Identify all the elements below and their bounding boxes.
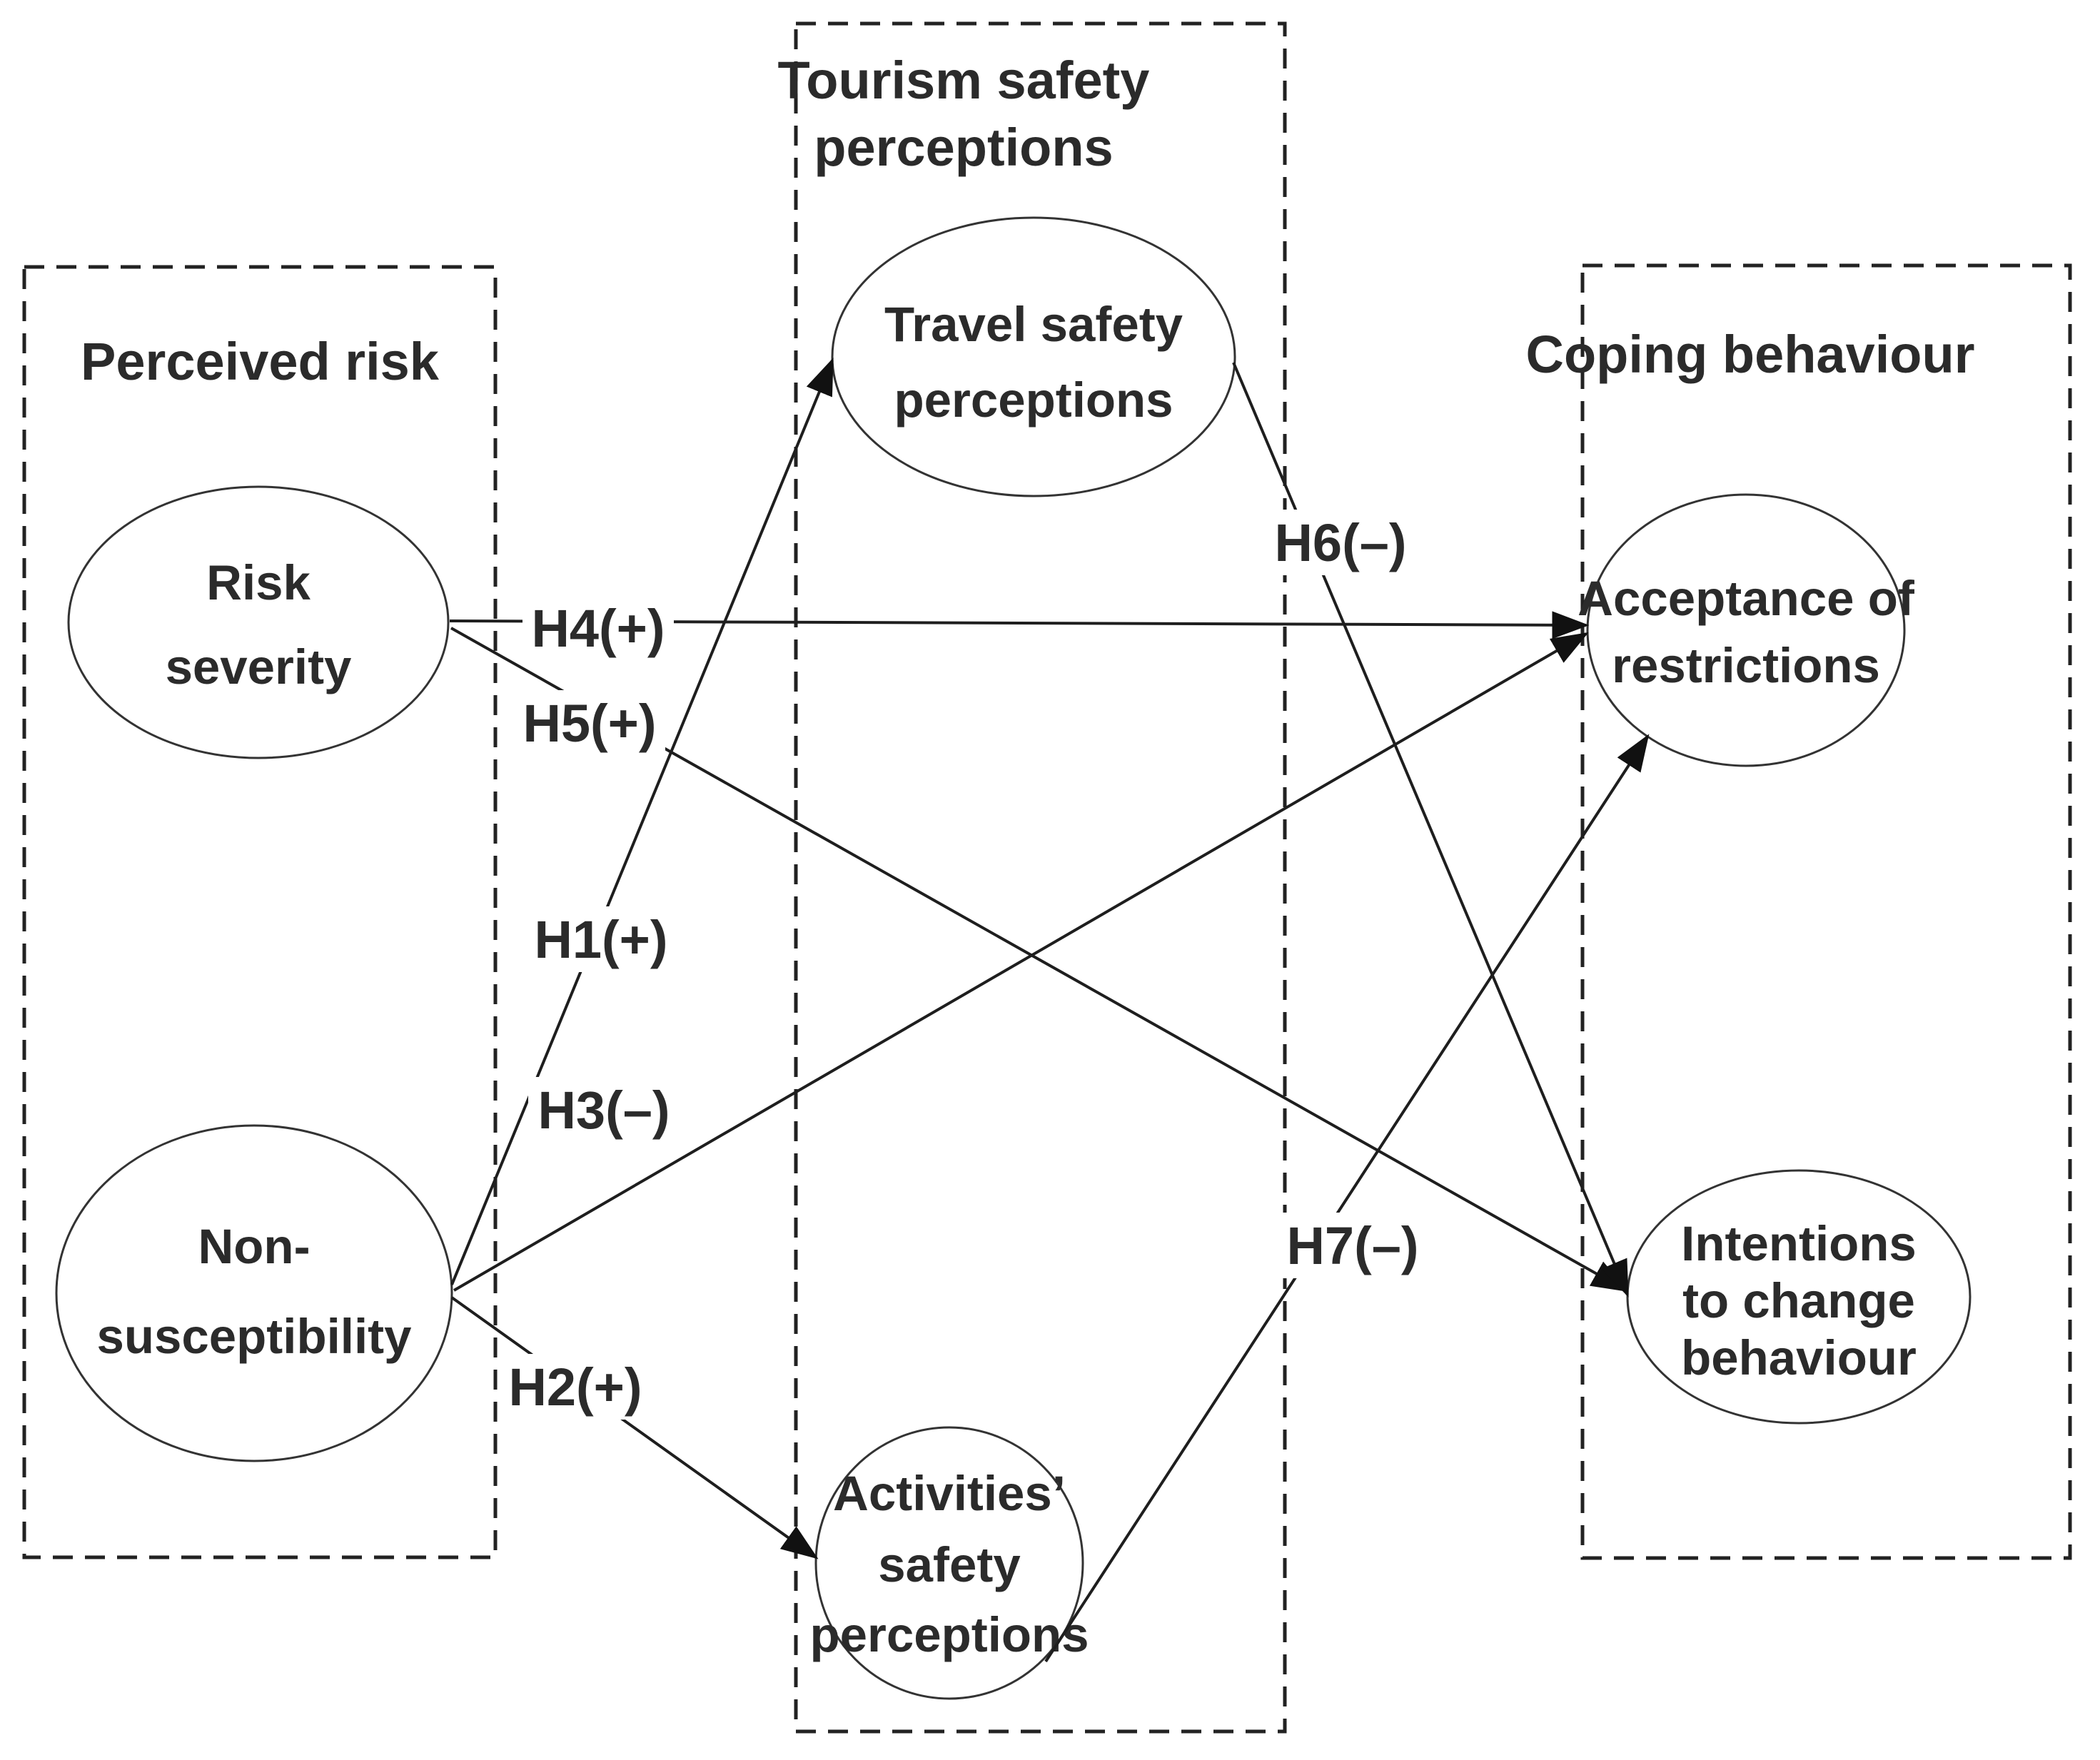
h4-label-background [523, 595, 674, 661]
group-title-coping-behaviour: Coping behaviour [1526, 325, 1975, 384]
intentions-label-line1: Intentions [1681, 1216, 1917, 1271]
node-acceptance: Acceptance of restrictions [1577, 493, 1915, 767]
group-title-tourism-safety-line1: Tourism safety [778, 51, 1150, 110]
arrows [449, 357, 1650, 1663]
arrow-h7 [1044, 734, 1650, 1663]
h1-label-background [525, 906, 677, 972]
arrow-h2 [450, 1296, 819, 1559]
hypothesis-label-h4: H4(+) [531, 599, 665, 658]
hypothesis-label-h3: H3(–) [537, 1081, 670, 1140]
intentions-label-line2: to change [1682, 1273, 1915, 1328]
h2-label-background [500, 1354, 651, 1420]
risk-severity-label-line1: Risk [206, 555, 311, 610]
coping-behaviour-dashed-border [1580, 263, 2072, 1560]
group-title-tourism-safety-line2: perceptions [814, 118, 1113, 177]
activities-safety-label-line2: safety [878, 1537, 1020, 1592]
arrow-h1 [450, 357, 834, 1285]
perceived-risk-dashed-border [22, 265, 498, 1559]
acceptance-ellipse [1586, 493, 1906, 767]
hypothesis-label-h2: H2(+) [508, 1357, 642, 1417]
non-susceptibility-label-line1: Non- [198, 1219, 310, 1274]
group-box-coping-behaviour: Coping behaviour [1526, 263, 2072, 1560]
node-intentions: Intentions to change behaviour [1626, 1169, 1972, 1425]
node-non-susceptibility: Non- susceptibility [55, 1124, 453, 1462]
hypothesis-label-h7: H7(–) [1286, 1216, 1418, 1275]
group-box-tourism-safety: Tourism safety perceptions [778, 21, 1287, 1734]
acceptance-label-line2: restrictions [1612, 638, 1880, 693]
hypothesis-label-h6: H6(–) [1274, 513, 1406, 572]
h6-label-background [1265, 510, 1416, 575]
non-susceptibility-label-line2: susceptibility [97, 1309, 412, 1364]
node-travel-safety: Travel safety perceptions [831, 216, 1236, 497]
travel-safety-label-line1: Travel safety [884, 297, 1183, 352]
h7-label-background [1277, 1213, 1428, 1278]
activities-safety-label-line1: Activities’ [833, 1466, 1066, 1521]
travel-safety-ellipse [831, 216, 1236, 497]
group-box-perceived-risk: Perceived risk [22, 265, 498, 1559]
group-title-perceived-risk: Perceived risk [81, 332, 440, 391]
h3-label-background [528, 1077, 680, 1143]
activities-safety-ellipse [814, 1426, 1084, 1700]
tourism-safety-dashed-border [794, 21, 1287, 1734]
hypothesis-label-h1: H1(+) [534, 910, 667, 969]
activities-safety-label-line3: perceptions [809, 1607, 1089, 1662]
travel-safety-label-line2: perceptions [894, 373, 1173, 428]
arrow-h3 [453, 632, 1589, 1292]
h5-label-background [514, 690, 665, 756]
non-susceptibility-ellipse [55, 1124, 453, 1462]
node-activities-safety: Activities’ safety perceptions [809, 1426, 1089, 1700]
intentions-label-line3: behaviour [1681, 1330, 1917, 1385]
risk-severity-label-line2: severity [166, 639, 352, 694]
node-risk-severity: Risk severity [67, 485, 450, 759]
acceptance-label-line1: Acceptance of [1577, 571, 1915, 626]
hypothesis-label-h5: H5(+) [523, 694, 656, 753]
hypothesis-labels: H1(+) H2(+) H3(–) H4(+) H5(+) H6(–) H7(–… [500, 510, 1428, 1420]
risk-severity-ellipse [67, 485, 450, 759]
arrow-h6 [1232, 362, 1629, 1298]
